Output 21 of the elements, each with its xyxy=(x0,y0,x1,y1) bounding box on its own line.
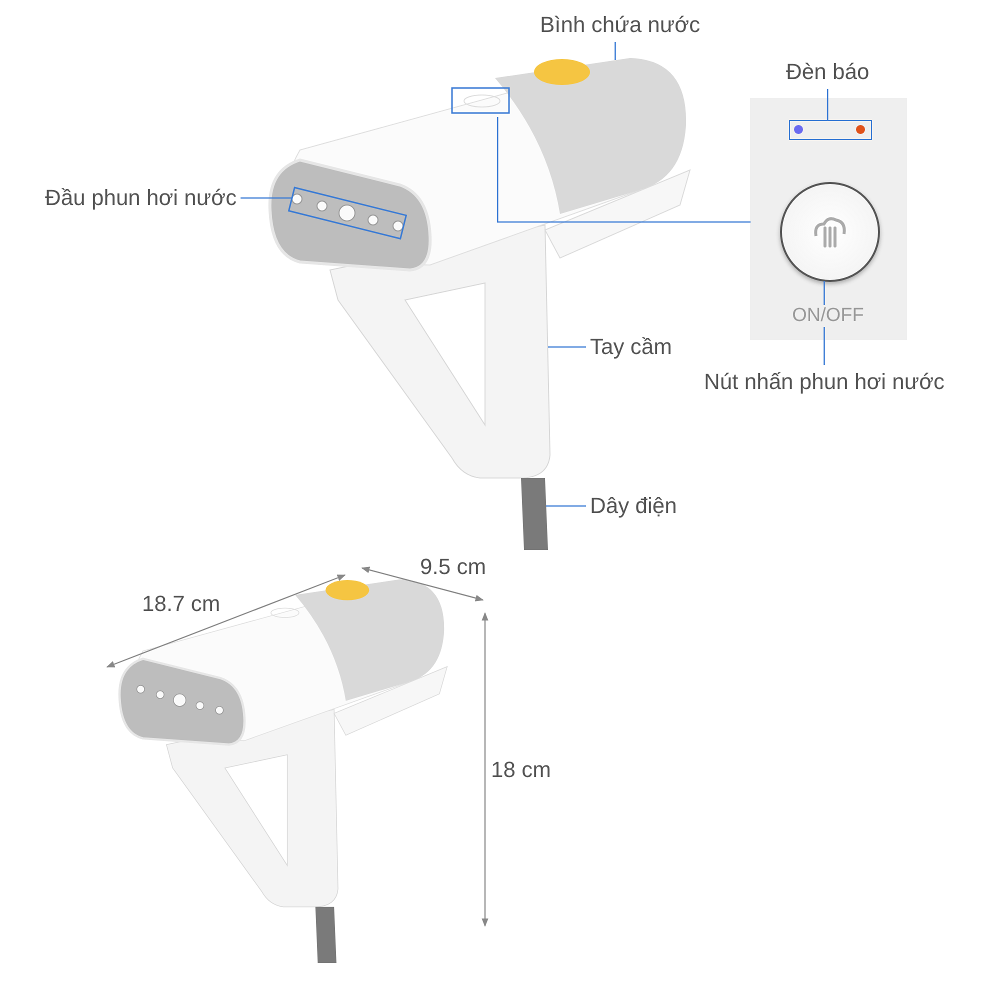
button-closeup-panel xyxy=(750,98,907,340)
callout-label: Đầu phun hơi nước xyxy=(45,185,237,211)
callout-label: Dây điện xyxy=(590,493,677,519)
callout-label: Đèn báo xyxy=(786,59,870,85)
indicator-light-strip xyxy=(789,120,872,140)
leader-line xyxy=(546,505,586,507)
dimension-label: 18 cm xyxy=(491,757,551,783)
nozzle-highlight-box xyxy=(288,186,408,240)
callout-label: Bình chứa nước xyxy=(540,12,700,38)
dimension-label: 18.7 cm xyxy=(142,591,220,617)
leader-line xyxy=(548,346,586,348)
leader-line xyxy=(826,89,828,120)
callout-label: Tay cầm xyxy=(590,334,672,360)
leader-line xyxy=(240,197,292,199)
dimension-label: 9.5 cm xyxy=(420,554,486,580)
leader-line xyxy=(614,42,616,60)
power-cord xyxy=(521,478,548,550)
water-tank xyxy=(495,58,686,214)
button-highlight-box xyxy=(451,87,510,114)
callout-label: Nút nhấn phun hơi nước xyxy=(704,369,945,395)
leader-line xyxy=(496,117,751,223)
